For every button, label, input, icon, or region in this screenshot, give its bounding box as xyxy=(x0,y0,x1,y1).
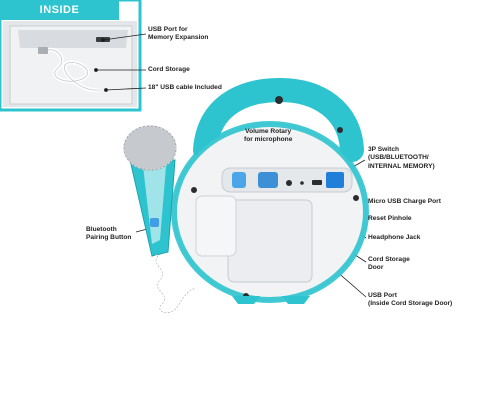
speaker-handle xyxy=(193,77,364,162)
handle-screw xyxy=(337,127,343,133)
inset-cable-plug xyxy=(38,47,48,54)
speaker-foot xyxy=(232,296,260,304)
microphone xyxy=(123,125,237,316)
leader-dot xyxy=(104,88,108,92)
micro-usb-port xyxy=(312,180,322,185)
bluetooth-pairing-button xyxy=(232,172,246,188)
leader-usb-cable xyxy=(105,87,147,91)
callout-micro-usb: Micro USB Charge Port xyxy=(368,198,441,205)
callout-volume-rotary: Volume Rotary for microphone xyxy=(244,128,293,144)
handle-screw xyxy=(275,96,283,104)
body-screw xyxy=(191,187,197,193)
speaker-rim xyxy=(171,121,369,303)
leader-dot xyxy=(94,68,98,72)
three-position-switch xyxy=(326,172,344,188)
callout-reset-pinhole: Reset Pinhole xyxy=(368,215,412,222)
callout-headphone-jack: Headphone Jack xyxy=(368,234,421,241)
headphone-jack xyxy=(286,180,292,186)
callout-usb-cable: 18" USB cable Included xyxy=(148,84,222,91)
callout-usb-port-memory: USB Port for Memory Expansion xyxy=(148,26,209,42)
speaker-handle-inner xyxy=(220,105,337,151)
inset-title-tag: INSIDE xyxy=(0,0,119,20)
control-panel xyxy=(221,167,353,193)
callout-cord-storage-door: Cord Storage Door xyxy=(368,256,410,272)
mic-grille xyxy=(123,125,177,171)
inset-usb-cable-outline xyxy=(43,49,99,91)
callout-3p-switch: 3P Switch (USB/BLUETOOTH/ INTERNAL MEMOR… xyxy=(368,146,435,170)
callout-usb-port-inside: USB Port (Inside Cord Storage Door) xyxy=(368,292,453,308)
reset-pinhole xyxy=(300,181,304,185)
leader-usb-port-memory xyxy=(102,33,147,41)
leader-dot xyxy=(101,38,105,42)
inset-tray-ledge xyxy=(18,30,128,48)
mic-holder xyxy=(195,195,237,257)
callout-bluetooth-button: Bluetooth Pairing Button xyxy=(86,226,132,242)
callout-cord-storage: Cord Storage xyxy=(148,66,190,73)
volume-rotary-knob xyxy=(258,172,278,188)
cord-storage-door xyxy=(227,199,313,283)
mic-handle-highlight xyxy=(143,166,166,244)
body-screw xyxy=(353,195,359,201)
speaker-foot xyxy=(282,296,310,304)
mic-cable-coil xyxy=(155,255,197,314)
mic-button xyxy=(150,218,159,227)
